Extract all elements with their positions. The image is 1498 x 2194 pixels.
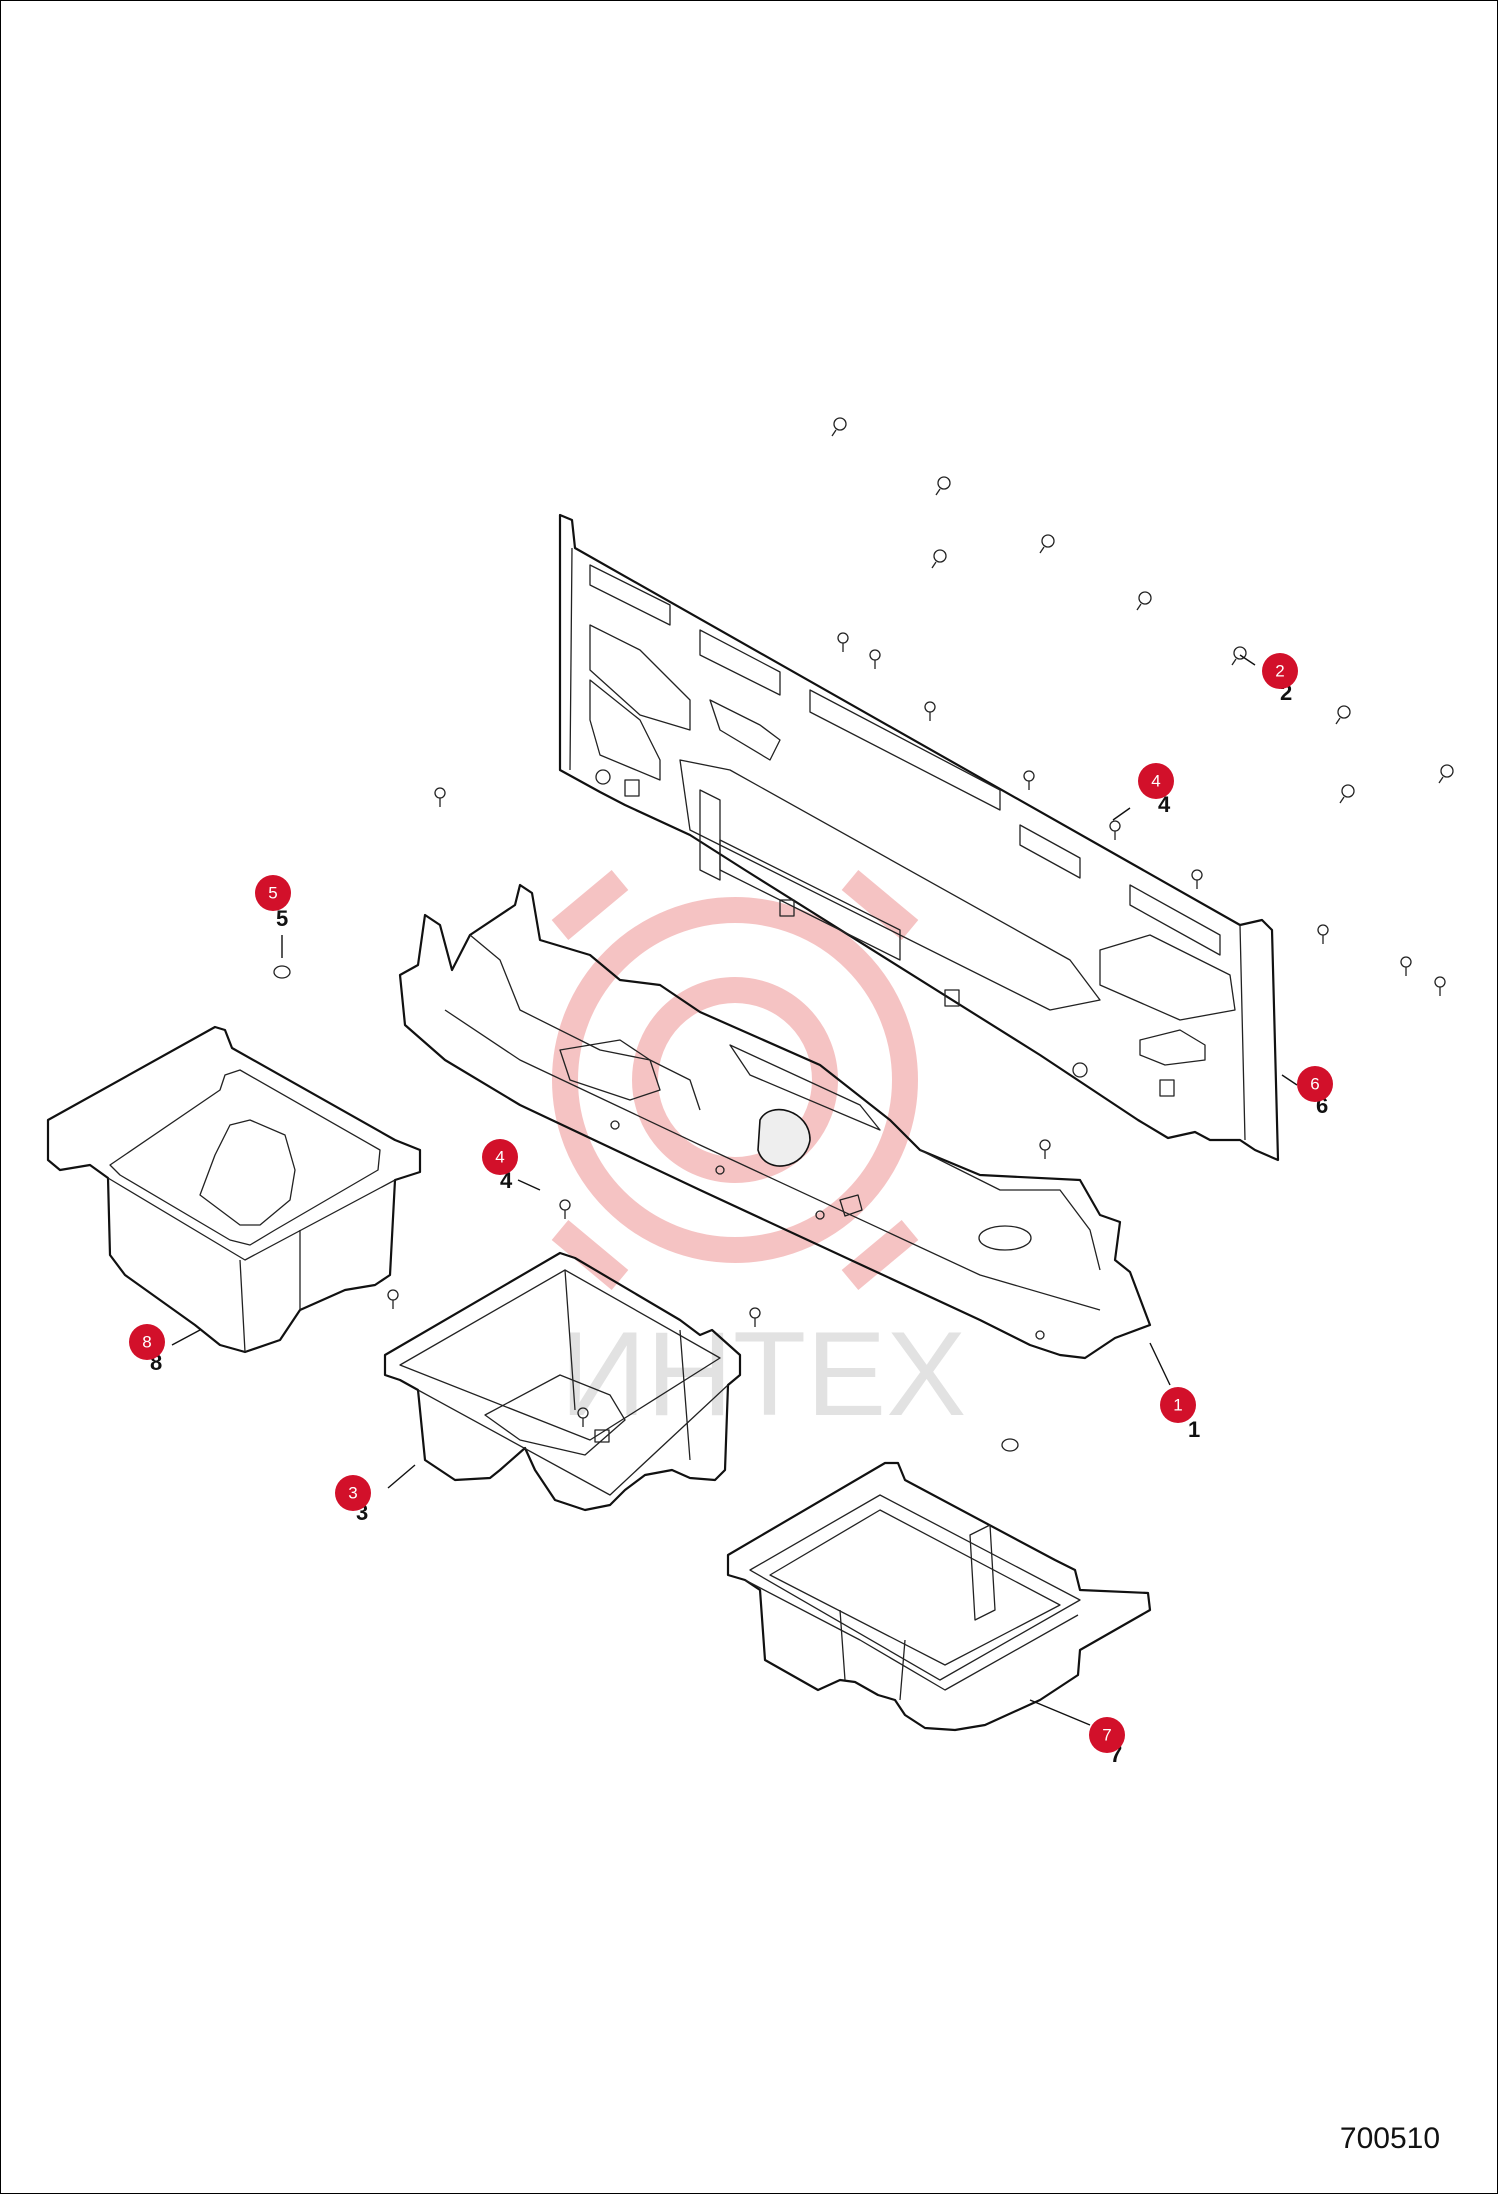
screw-icon bbox=[1023, 770, 1035, 790]
screw-icon bbox=[1109, 820, 1121, 840]
clip-icon bbox=[1136, 591, 1152, 611]
part-index-numbers: 1 2 3 4 4 5 6 7 8 bbox=[150, 680, 1328, 1767]
clip-icon bbox=[1039, 534, 1055, 554]
callout-7-label: 7 bbox=[1102, 1726, 1111, 1745]
clip-icon bbox=[1339, 784, 1355, 804]
watermark-text: ИНТЕХ bbox=[560, 1307, 966, 1441]
callout-5-label: 5 bbox=[268, 884, 277, 903]
callout-8-label: 8 bbox=[142, 1333, 151, 1352]
callout-8[interactable]: 8 bbox=[129, 1324, 165, 1360]
clip-icon bbox=[1438, 764, 1454, 784]
callout-4a-label: 4 bbox=[1151, 772, 1160, 791]
clip-icon bbox=[935, 476, 951, 496]
clip-icon bbox=[831, 417, 847, 437]
clip-icon bbox=[1335, 705, 1351, 725]
callout-markers: 1 2 3 4 4 5 6 7 bbox=[129, 653, 1333, 1753]
washer-icon bbox=[273, 965, 291, 979]
ghost-number-1: 1 bbox=[1188, 1417, 1200, 1442]
callout-4b[interactable]: 4 bbox=[482, 1139, 518, 1175]
callout-1[interactable]: 1 bbox=[1160, 1387, 1196, 1423]
screw-icon bbox=[869, 649, 881, 669]
callout-3[interactable]: 3 bbox=[335, 1475, 371, 1511]
screw-icon bbox=[837, 632, 849, 652]
callout-3-label: 3 bbox=[348, 1484, 357, 1503]
part-rear-panel bbox=[558, 513, 1280, 1162]
callout-5[interactable]: 5 bbox=[255, 875, 291, 911]
screw-icon bbox=[1317, 924, 1329, 944]
screw-icon bbox=[559, 1199, 571, 1219]
screw-icon bbox=[1434, 976, 1446, 996]
screw-icon bbox=[1039, 1139, 1051, 1159]
ghost-number-5: 5 bbox=[276, 906, 288, 931]
screw-icon bbox=[1400, 956, 1412, 976]
screw-icon bbox=[434, 787, 446, 807]
callout-7[interactable]: 7 bbox=[1089, 1717, 1125, 1753]
part-center-storage-tray bbox=[383, 1251, 742, 1512]
screw-icon bbox=[387, 1289, 399, 1309]
screw-icon bbox=[1191, 869, 1203, 889]
callout-2-label: 2 bbox=[1275, 662, 1284, 681]
leader-lines bbox=[171, 654, 1298, 1726]
part-left-storage-tray bbox=[46, 1025, 422, 1354]
part-floor-cross-member bbox=[398, 883, 1152, 1360]
callout-4a[interactable]: 4 bbox=[1138, 763, 1174, 799]
callout-6-label: 6 bbox=[1310, 1075, 1319, 1094]
callout-6[interactable]: 6 bbox=[1297, 1066, 1333, 1102]
clip-icon bbox=[1231, 646, 1247, 666]
callout-1-label: 1 bbox=[1173, 1396, 1182, 1415]
clip-icon bbox=[931, 549, 947, 569]
washer-icon bbox=[1001, 1438, 1019, 1452]
callout-2[interactable]: 2 bbox=[1262, 653, 1298, 689]
callout-4b-label: 4 bbox=[495, 1148, 504, 1167]
fasteners bbox=[273, 417, 1454, 1452]
part-right-storage-tray bbox=[726, 1461, 1152, 1732]
screw-icon bbox=[924, 701, 936, 721]
screw-icon bbox=[577, 1407, 589, 1427]
watermark-logo: ИНТЕХ bbox=[551, 870, 966, 1441]
screw-icon bbox=[749, 1307, 761, 1327]
diagram-number: 700510 bbox=[1339, 2122, 1440, 2155]
ghost-number-4a: 4 bbox=[1158, 792, 1171, 817]
